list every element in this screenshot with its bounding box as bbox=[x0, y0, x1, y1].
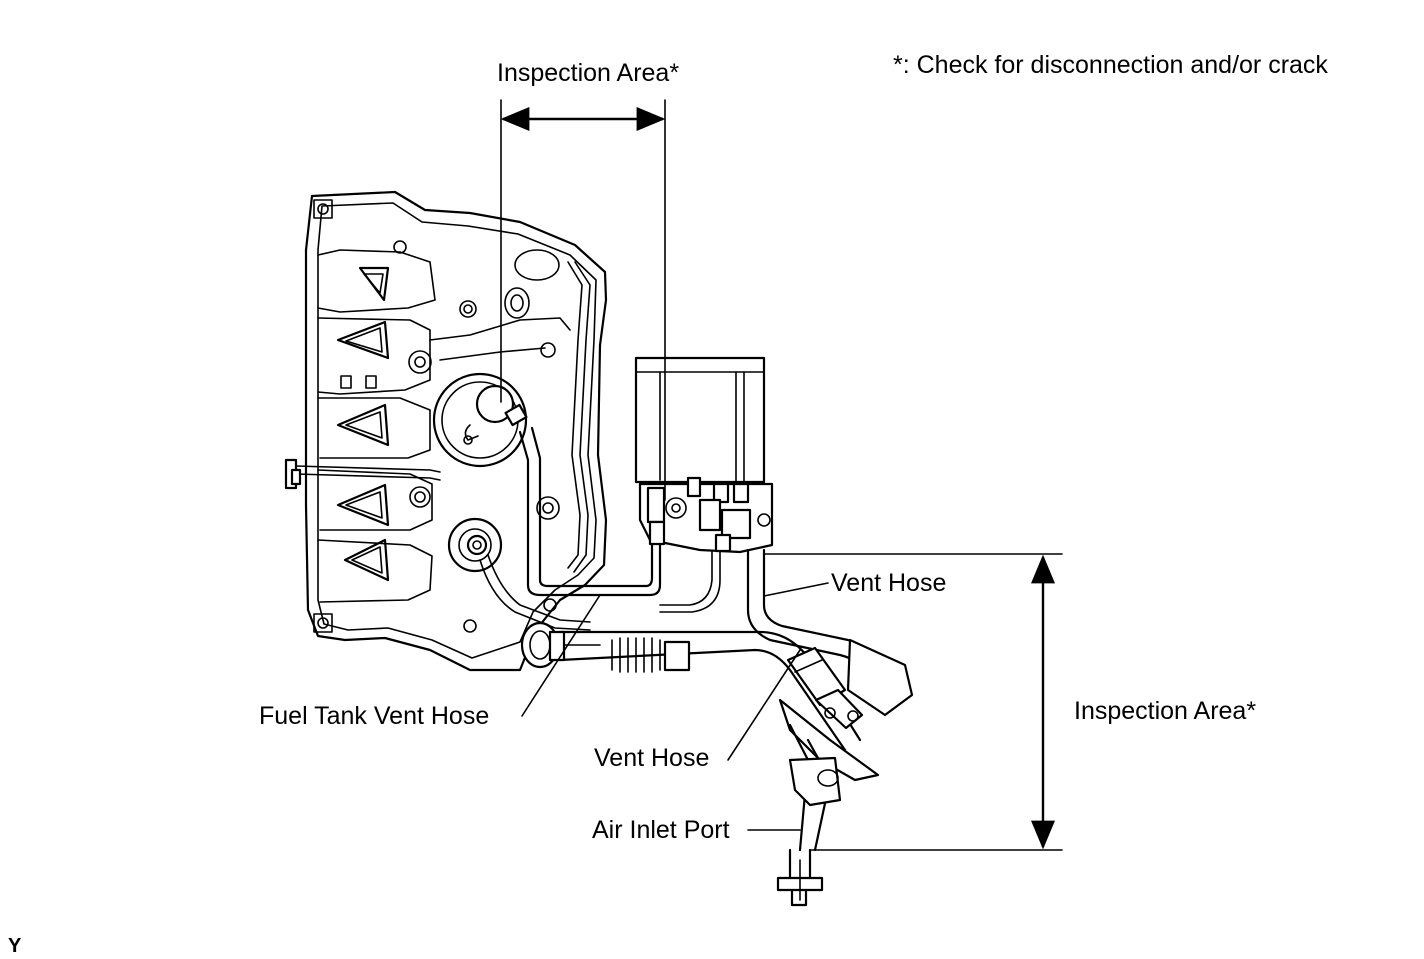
fuel-tank-vent-hose-label: Fuel Tank Vent Hose bbox=[259, 702, 490, 730]
inspection-area-right-dimension bbox=[763, 553, 1063, 851]
corner-code: Y bbox=[8, 935, 22, 957]
inspection-area-right-label: Inspection Area* bbox=[1074, 697, 1257, 725]
pump-vent-pipe bbox=[479, 426, 721, 631]
wire-harness bbox=[284, 458, 441, 490]
inspection-area-top-dimension bbox=[500, 99, 666, 501]
inspection-area-top-label: Inspection Area* bbox=[497, 59, 680, 87]
fuel-tank bbox=[304, 190, 608, 672]
air-inlet-port-label: Air Inlet Port bbox=[592, 816, 730, 844]
leader-lines bbox=[521, 582, 829, 831]
filler-pipe bbox=[520, 548, 914, 907]
vent-hose-lower-label: Vent Hose bbox=[594, 744, 710, 772]
inspection-note: *: Check for disconnection and/or crack bbox=[893, 51, 1328, 79]
vent-hose-upper-label: Vent Hose bbox=[831, 569, 947, 597]
charcoal-canister bbox=[634, 356, 774, 554]
